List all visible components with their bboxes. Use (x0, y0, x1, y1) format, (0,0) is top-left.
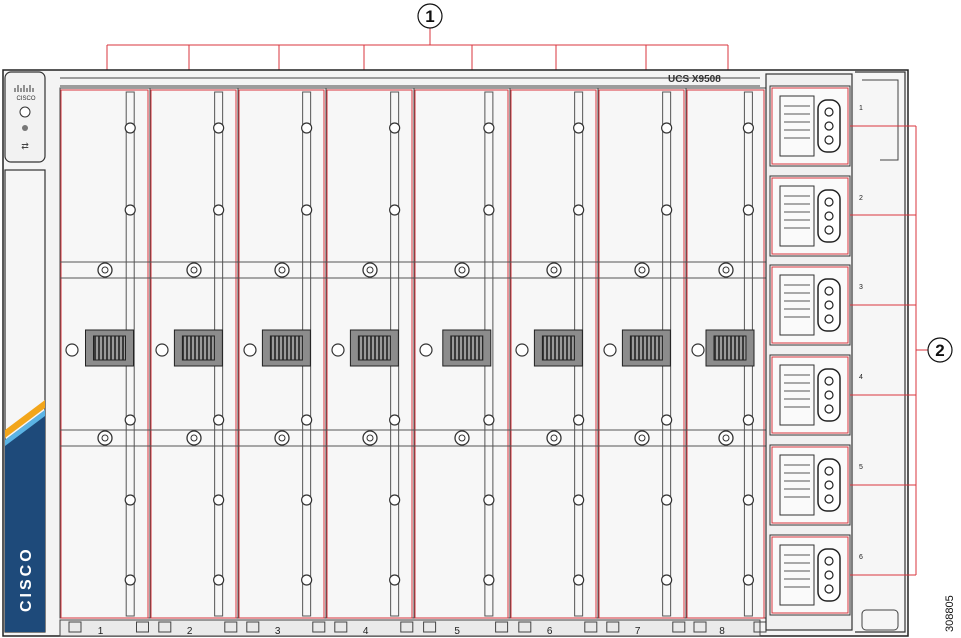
psu-6 (769, 534, 865, 616)
blade-slots (59, 87, 767, 633)
slot-number-5: 5 (454, 626, 460, 637)
callout-2-badge: 2 (927, 337, 953, 363)
slot-number-3: 3 (275, 626, 281, 637)
psu-number-3: 3 (859, 284, 863, 291)
status-led-icon (22, 125, 28, 131)
cisco-logo-small-text: CISCO (16, 96, 35, 102)
blade-slot-6 (509, 87, 599, 633)
callout-1-label: 1 (425, 7, 434, 26)
psu-number-labels: 1 2 3 4 5 6 (859, 105, 863, 561)
slot-number-6: 6 (547, 626, 553, 637)
blade-slot-1 (59, 87, 151, 633)
slot-number-labels: 1 2 3 4 5 6 7 8 (98, 626, 726, 637)
figure-id: 308805 (944, 595, 956, 632)
blade-slot-5 (413, 87, 511, 633)
cisco-logo-vertical: CISCO (18, 546, 35, 612)
right-side-panel (855, 71, 906, 633)
psu-5 (769, 444, 865, 526)
psu-number-2: 2 (859, 195, 863, 202)
psu-3 (769, 264, 865, 346)
callout-2-bracket (850, 125, 928, 576)
locator-icon: ⇄ (21, 141, 29, 151)
psu-2 (769, 175, 865, 257)
power-button-icon[interactable] (19, 106, 31, 118)
blade-slot-7 (597, 87, 687, 633)
cisco-logo-small (14, 85, 34, 92)
power-supplies (769, 85, 865, 616)
model-label: UCS X9508 (668, 74, 721, 85)
slot-number-8: 8 (719, 626, 725, 637)
slot-number-4: 4 (363, 626, 369, 637)
psu-1 (769, 85, 865, 167)
blade-slot-4 (325, 87, 415, 633)
left-panel: CISCO ⇄ CISCO (4, 71, 46, 633)
blade-slot-2 (149, 87, 239, 633)
slot-number-1: 1 (98, 626, 104, 637)
blade-slot-3 (237, 87, 327, 633)
slot-number-2: 2 (187, 626, 193, 637)
slot-number-7: 7 (635, 626, 641, 637)
psu-number-5: 5 (859, 464, 863, 471)
callout-1-badge: 1 (417, 3, 443, 29)
callout-2-label: 2 (935, 341, 944, 360)
psu-number-4: 4 (859, 374, 863, 381)
psu-number-1: 1 (859, 105, 863, 112)
bezel-logo-band (5, 410, 45, 632)
blade-slot-8 (685, 87, 767, 633)
psu-4 (769, 354, 865, 436)
psu-number-6: 6 (859, 554, 863, 561)
